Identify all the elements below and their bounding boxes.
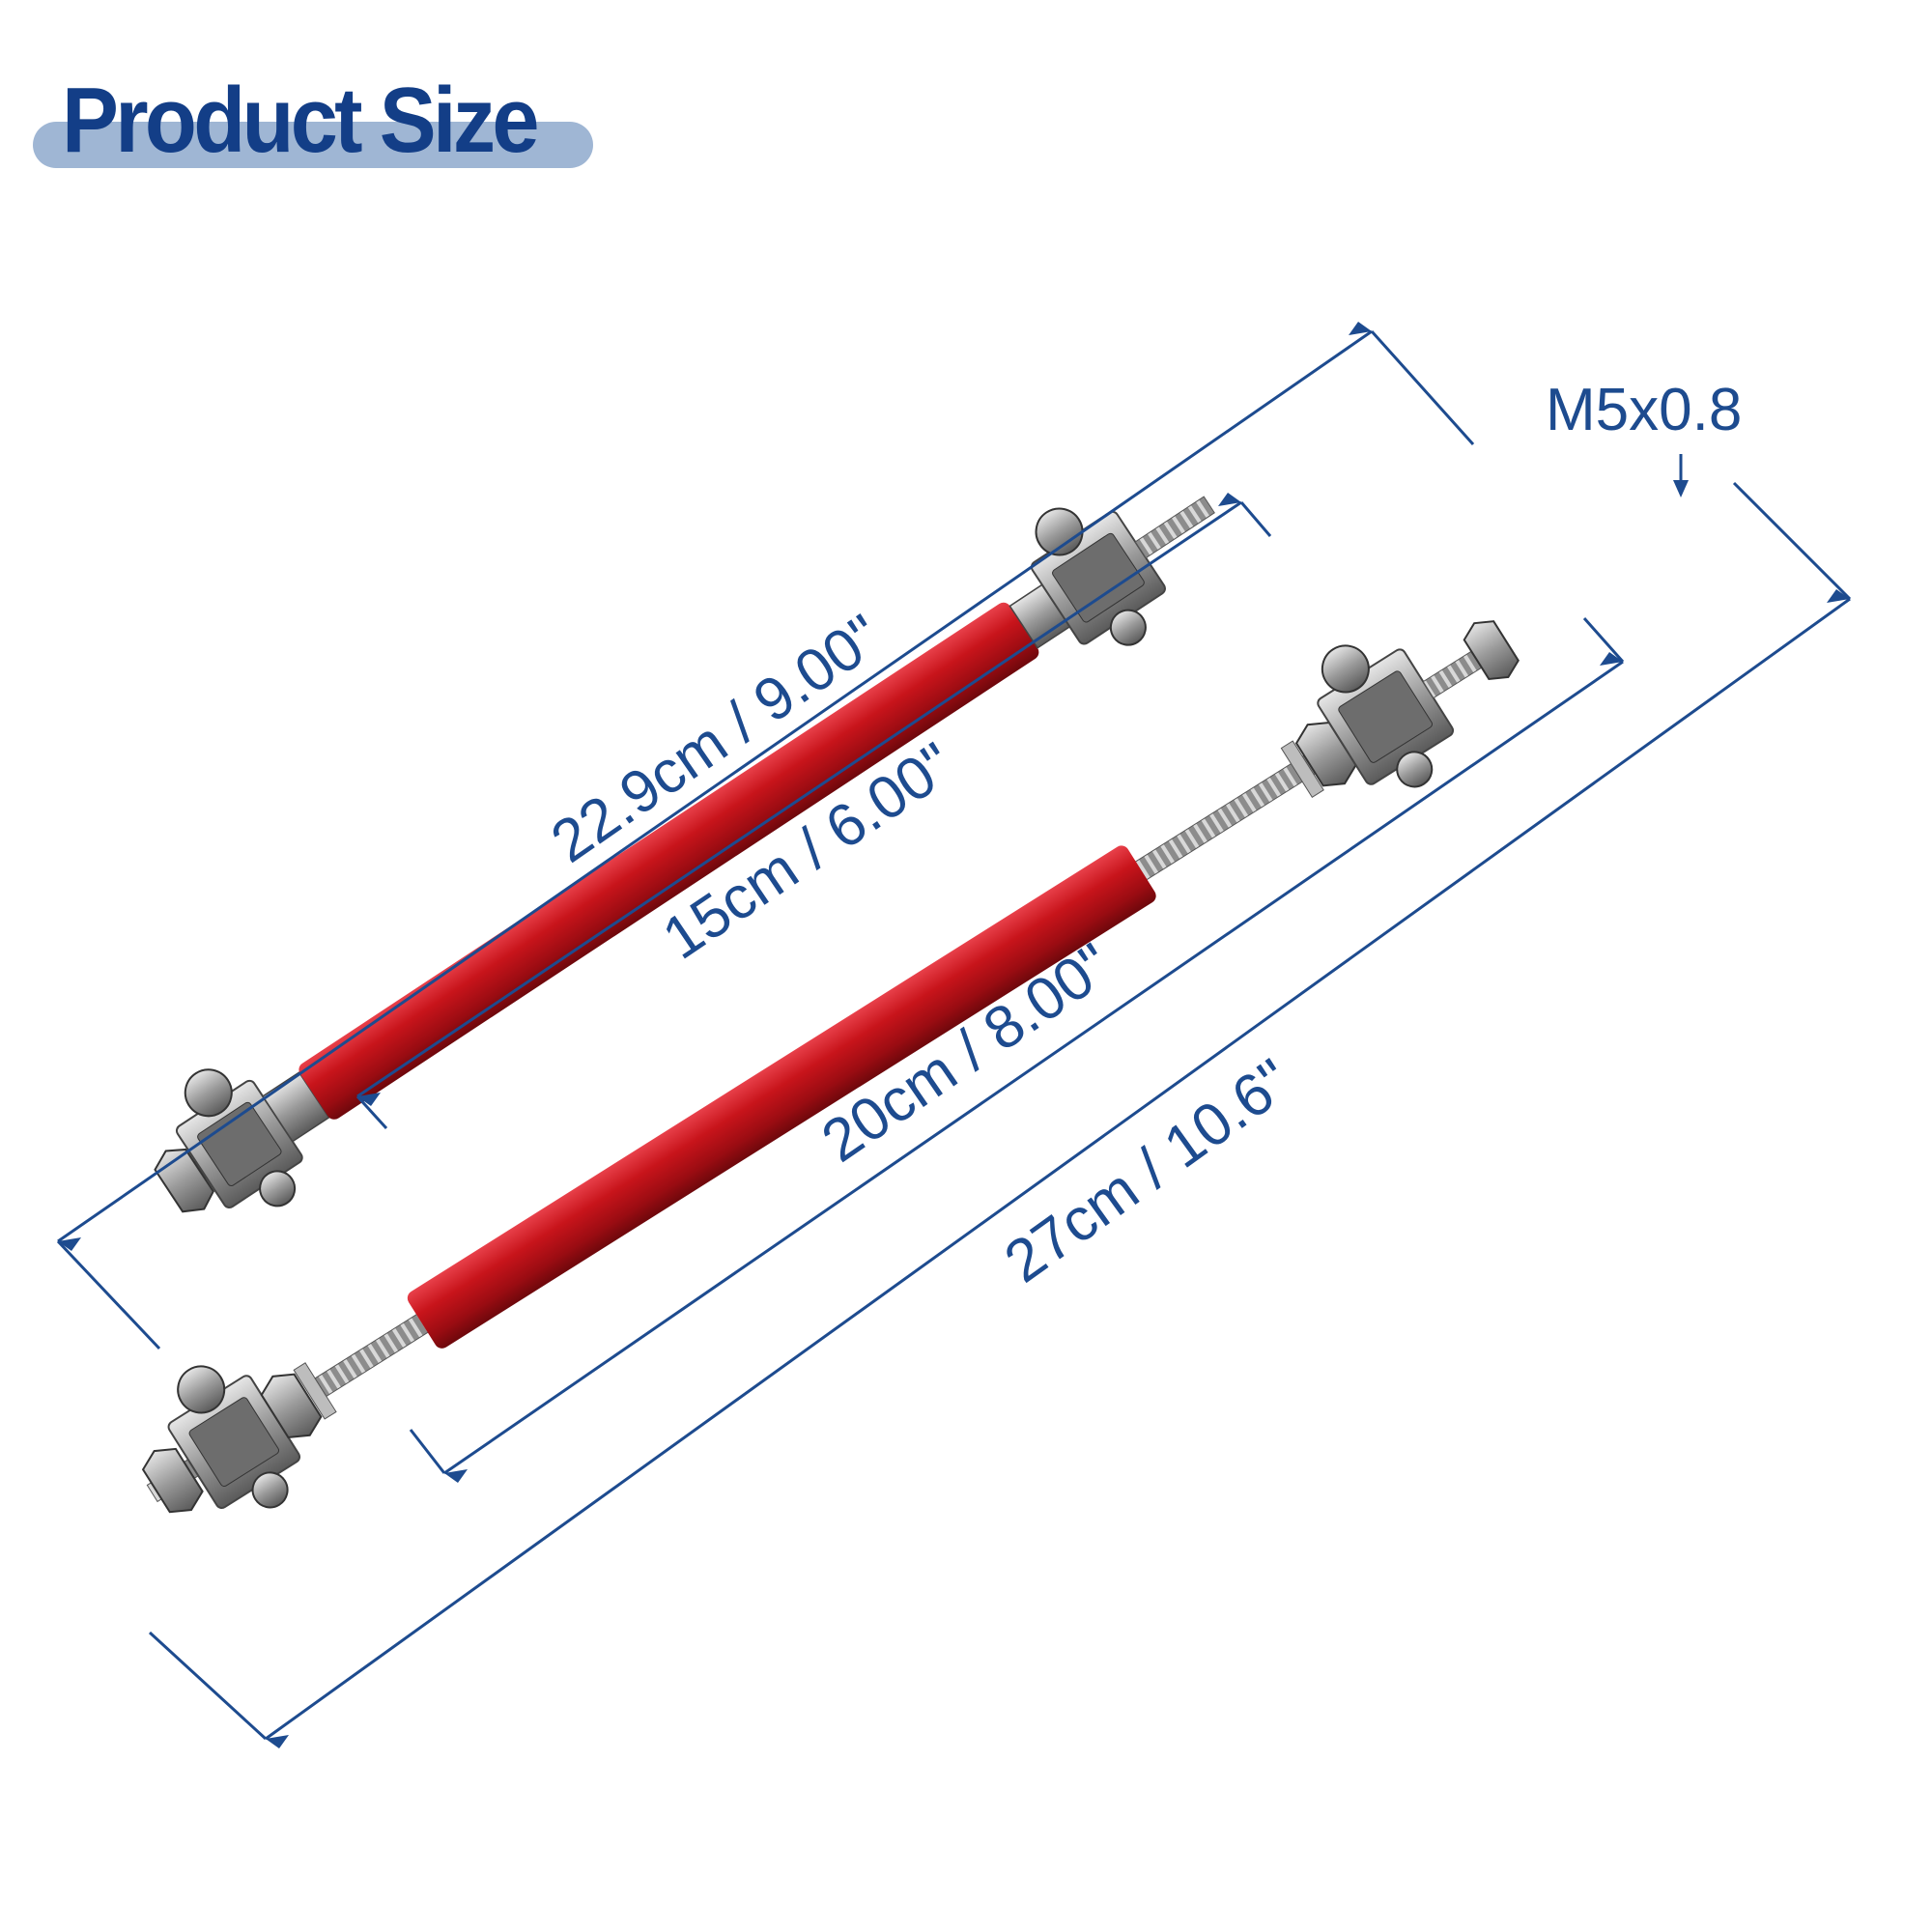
bolt-head-upper-left — [184, 1068, 233, 1118]
arrow-icon — [1600, 652, 1623, 666]
dimension-overall-short — [56, 322, 1475, 1350]
dimension-tube-short — [355, 493, 1272, 1130]
label-overall-long: 27cm / 10.6" — [993, 1046, 1303, 1295]
arrow-icon — [1349, 322, 1372, 335]
rod-lower — [141, 620, 1520, 1514]
arrow-icon — [58, 1237, 81, 1251]
arrow-icon — [1218, 493, 1241, 506]
label-thread-spec: M5x0.8 — [1546, 377, 1742, 443]
thread-callout — [1673, 454, 1689, 497]
arrow-icon — [357, 1093, 381, 1106]
arrow-icon — [444, 1469, 468, 1483]
dimension-overall-long — [148, 481, 1852, 1748]
page-title: Product Size — [62, 69, 539, 172]
arrow-icon — [266, 1735, 289, 1748]
red-tube-upper — [298, 602, 1039, 1120]
bolt-head-upper-right — [1035, 507, 1084, 556]
title-pill-background — [33, 122, 593, 168]
bolt-head-lower-left — [177, 1365, 226, 1414]
bolt-head-lower-right — [1321, 644, 1370, 694]
thread-upper-right — [1134, 496, 1215, 559]
arrow-icon — [1673, 480, 1689, 497]
arrow-icon — [1827, 589, 1850, 603]
red-tube-lower — [407, 845, 1156, 1349]
nut-lower-left — [141, 1447, 204, 1514]
nut-lower-right — [1463, 620, 1520, 681]
title-badge: Product Size — [33, 68, 593, 174]
dimension-tube-long — [409, 617, 1625, 1483]
